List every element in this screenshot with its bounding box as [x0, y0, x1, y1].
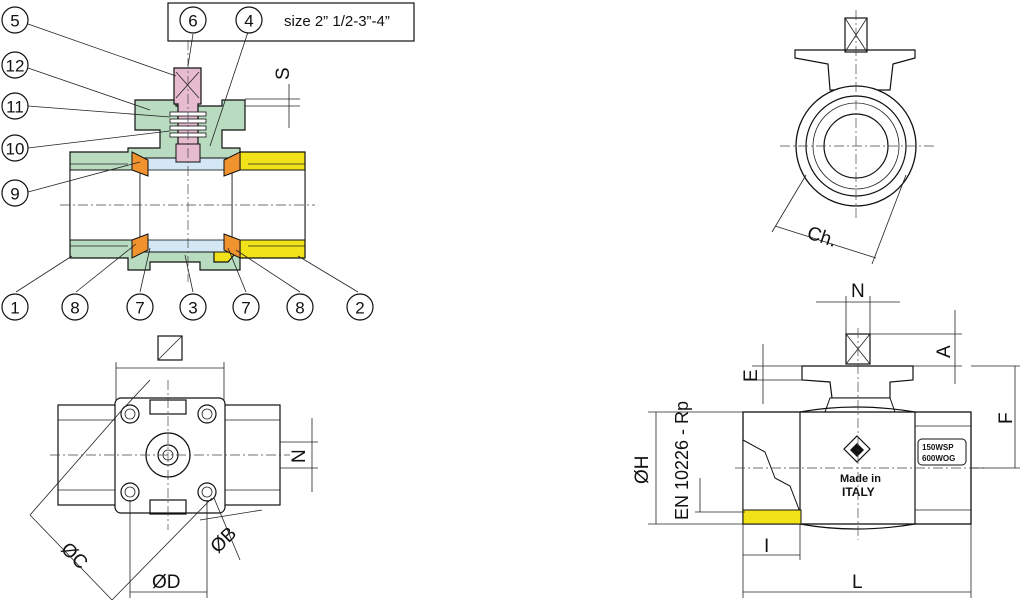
callout-3: 3 — [179, 293, 207, 321]
dim-H: ØH — [632, 456, 653, 485]
dim-N-top: N — [851, 281, 865, 302]
plan-view: N ØC ØD ØB — [29, 335, 318, 601]
svg-text:4: 4 — [244, 12, 253, 31]
end-view: Ch. — [771, 10, 935, 265]
callout-2: 2 — [346, 293, 374, 321]
callout-9: 9 — [1, 179, 29, 207]
callout-8-right: 8 — [286, 293, 314, 321]
callout-7-left: 7 — [126, 293, 154, 321]
callout-12: 12 — [1, 51, 29, 79]
dim-S: S — [273, 67, 294, 80]
stem — [173, 67, 202, 151]
callout-7-right: 7 — [232, 293, 260, 321]
dim-C: ØC — [56, 539, 91, 574]
svg-text:1: 1 — [10, 299, 19, 318]
side-view: N Made in ITALY 150WSP 600WOG A — [632, 281, 1020, 598]
seat-bottom-left — [131, 233, 149, 259]
callout-5: 5 — [1, 6, 29, 34]
callout-10: 10 — [1, 134, 29, 162]
dim-D: ØD — [152, 572, 181, 593]
dim-standard: EN 10226 - Rp — [672, 401, 692, 520]
dim-L: L — [852, 572, 863, 593]
marking-line1: Made in — [840, 473, 881, 485]
insert-yellow-strip — [742, 509, 802, 525]
svg-text:2: 2 — [355, 299, 364, 318]
svg-text:9: 9 — [10, 185, 19, 204]
callout-leaders — [15, 23, 359, 293]
svg-text:8: 8 — [70, 299, 79, 318]
dim-F: F — [996, 412, 1017, 424]
rating-line2: 600WOG — [922, 454, 955, 463]
dim-I: I — [764, 536, 769, 557]
svg-text:7: 7 — [241, 299, 250, 318]
square-drive-icon — [157, 335, 183, 361]
dim-A: A — [934, 345, 955, 358]
svg-text:11: 11 — [6, 98, 24, 117]
svg-text:8: 8 — [295, 299, 304, 318]
section-view: size 2” 1/2-3”-4” — [1, 2, 415, 321]
callout-6: 6 — [179, 6, 207, 34]
dim-N-plan: N — [289, 449, 310, 463]
dim-Ch: Ch. — [804, 223, 839, 252]
dim-E: E — [741, 369, 762, 382]
svg-text:5: 5 — [10, 12, 19, 31]
svg-text:12: 12 — [6, 57, 25, 76]
dim-B: ØB — [207, 523, 241, 557]
rating-line1: 150WSP — [922, 443, 954, 452]
seat-top-right — [223, 151, 241, 177]
callout-1: 1 — [1, 293, 29, 321]
svg-text:10: 10 — [6, 140, 25, 159]
svg-text:6: 6 — [188, 12, 197, 31]
svg-text:3: 3 — [188, 299, 197, 318]
size-note: size 2” 1/2-3”-4” — [284, 13, 390, 30]
svg-text:7: 7 — [135, 299, 144, 318]
callout-4: 4 — [235, 6, 263, 34]
callout-11: 11 — [1, 92, 29, 120]
callout-8-left: 8 — [61, 293, 89, 321]
size-note-box — [167, 2, 415, 42]
seat-bottom-right — [223, 233, 241, 259]
